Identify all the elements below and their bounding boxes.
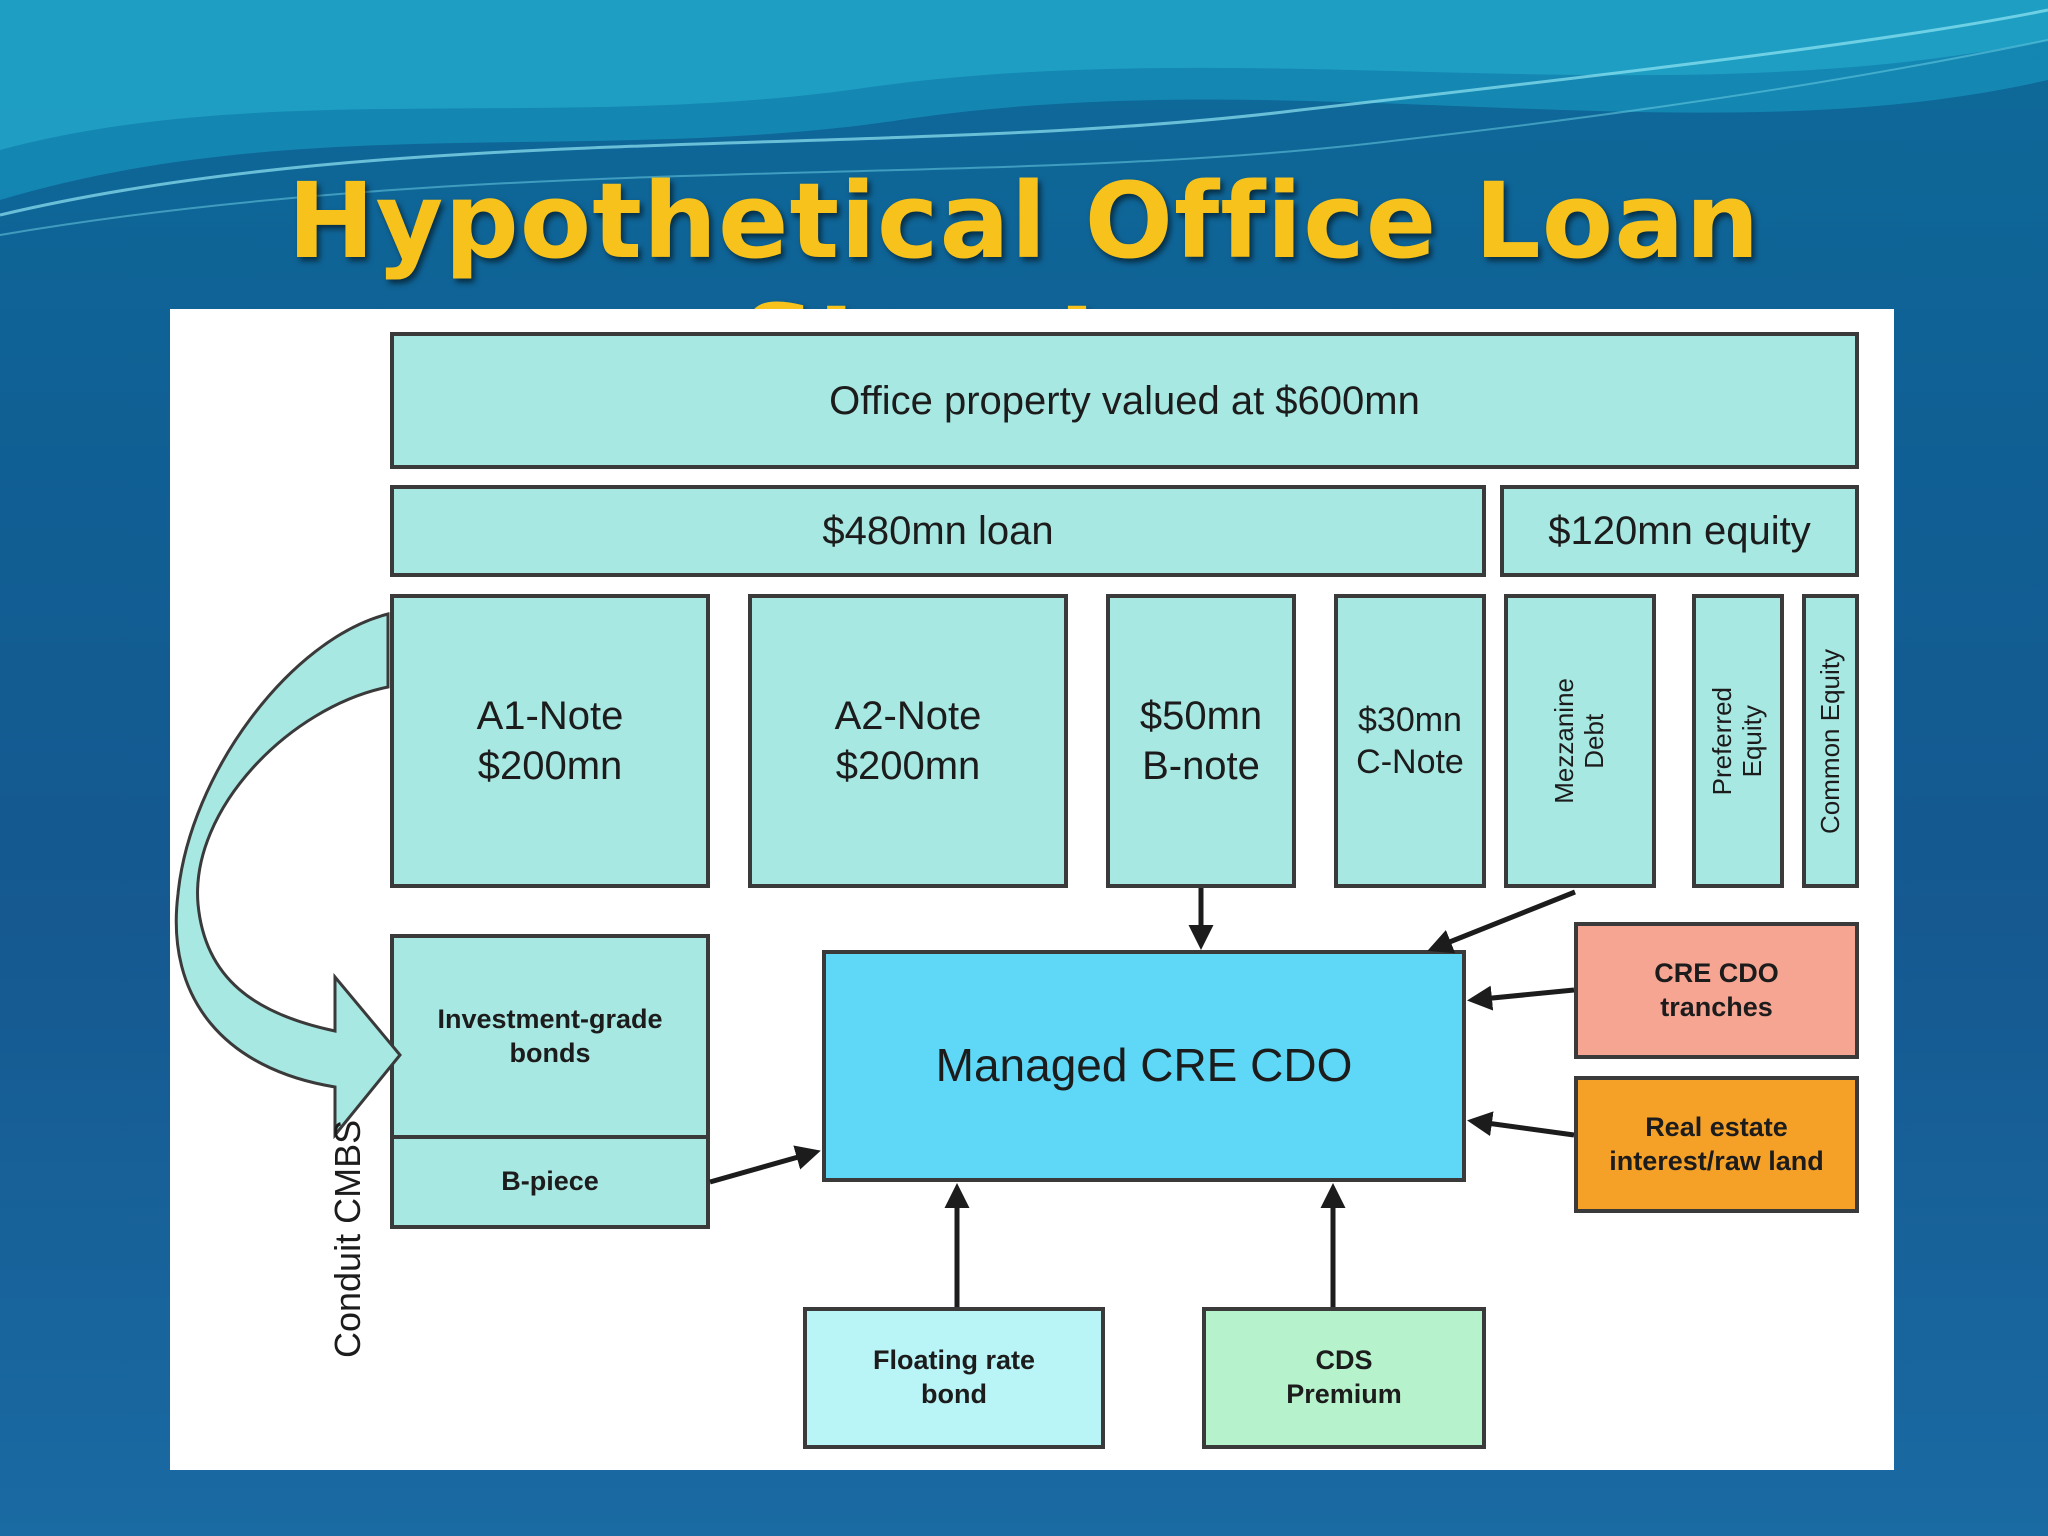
diagram-canvas: Office property valued at $600mn $480mn …	[170, 309, 1894, 1470]
conduit-cmbs-label: Conduit CMBS	[327, 1119, 368, 1359]
b-note-box: $50mn B-note	[1106, 594, 1296, 888]
preferred-equity-box: Preferred Equity	[1692, 594, 1784, 888]
mezzanine-arrow	[1427, 889, 1576, 954]
cre-cdo-tranches-box: CRE CDO tranches	[1574, 922, 1859, 1059]
common-equity-label: Common Equity	[1814, 648, 1845, 834]
b-piece-box: B-piece	[390, 1135, 710, 1229]
loan-box: $480mn loan	[390, 485, 1486, 577]
cds-premium-box: CDS Premium	[1202, 1307, 1486, 1449]
mezzanine-debt-label: Mezzanine Debt	[1549, 678, 1609, 804]
equity-box: $120mn equity	[1500, 485, 1859, 577]
background-waves	[0, 0, 2048, 236]
preferred-equity-label: Preferred Equity	[1707, 686, 1767, 796]
c-note-box: $30mn C-Note	[1334, 594, 1486, 888]
connector-overlay	[174, 612, 1576, 1307]
real-estate-arrow	[1467, 1111, 1575, 1138]
a1-note-box: A1-Note $200mn	[390, 594, 710, 888]
a2-note-box: A2-Note $200mn	[748, 594, 1068, 888]
b-piece-arrow	[709, 1145, 821, 1185]
common-equity-box: Common Equity	[1802, 594, 1859, 888]
investment-grade-box: Investment-grade bonds	[390, 934, 710, 1139]
conduit-curved-arrow	[174, 612, 402, 1140]
floating-rate-bond-box: Floating rate bond	[803, 1307, 1105, 1449]
cdo-box: Managed CRE CDO	[822, 950, 1466, 1182]
real-estate-box: Real estate interest/raw land	[1574, 1076, 1859, 1213]
property-box: Office property valued at $600mn	[390, 332, 1859, 469]
cre-tranches-arrow	[1467, 985, 1575, 1011]
mezzanine-debt-box: Mezzanine Debt	[1504, 594, 1656, 888]
